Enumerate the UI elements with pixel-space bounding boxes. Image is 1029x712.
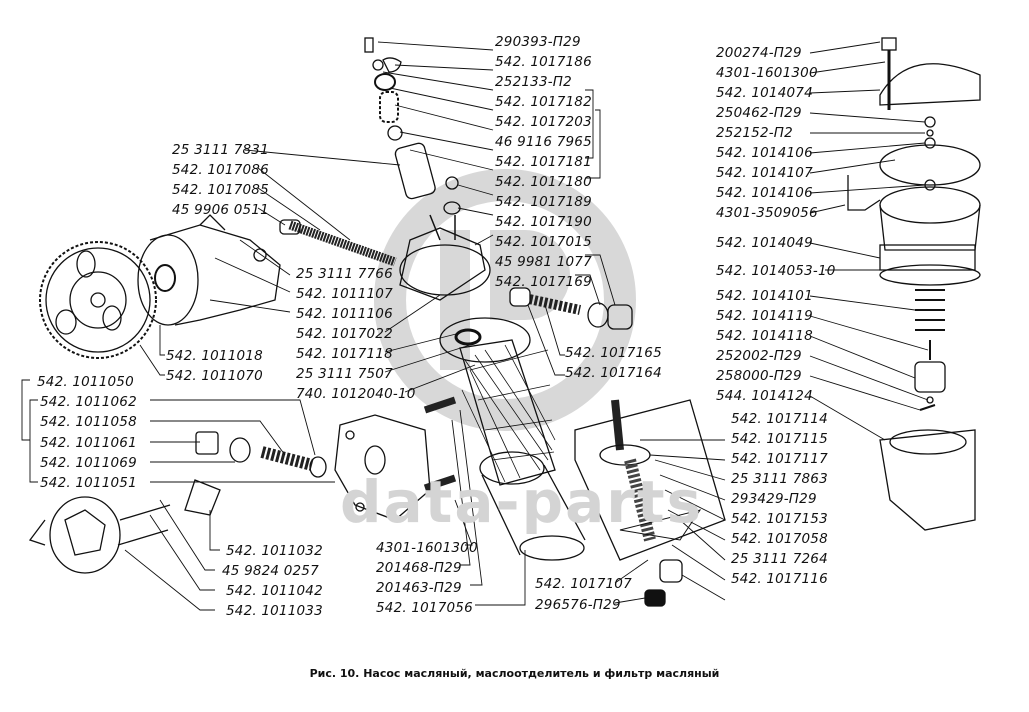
part-label: 542. 1017015	[495, 234, 592, 250]
part-label: 542. 1011062	[40, 394, 137, 410]
part-label: 542. 1017180	[495, 174, 592, 190]
part-label: 740. 1012040-10	[296, 386, 416, 402]
part-label: 542. 1014049	[716, 235, 813, 251]
part-label: 296576-П29	[535, 597, 621, 613]
valve-screw	[279, 219, 397, 267]
part-label: 542. 1014074	[716, 85, 813, 101]
gear-part	[39, 241, 157, 359]
part-label: 542. 1014106	[716, 185, 813, 201]
part-label: 542. 1017118	[296, 346, 393, 362]
part-label: 25 3111 7863	[731, 471, 828, 487]
part-label: 542. 1017190	[495, 214, 592, 230]
part-label: 542. 1011042	[226, 583, 323, 599]
centrifuge	[574, 399, 726, 607]
part-label: 542. 1014101	[716, 288, 813, 304]
part-label: 542. 1011033	[226, 603, 323, 619]
part-label: 542. 1017117	[731, 451, 828, 467]
part-label: 542. 1017164	[565, 365, 662, 381]
part-label: 542. 1017182	[495, 94, 592, 110]
part-label: 252002-П29	[716, 348, 802, 364]
part-label: 542. 1011032	[226, 543, 323, 559]
part-label: 542. 1011058	[40, 414, 137, 430]
part-label: 201463-П29	[376, 580, 462, 596]
part-label: 250462-П29	[716, 105, 802, 121]
part-label: 542. 1017115	[731, 431, 828, 447]
part-label: 542. 1011106	[296, 306, 393, 322]
part-label: 542. 1017022	[296, 326, 393, 342]
relief-valve	[195, 431, 327, 478]
part-label: 542. 1014053-10	[716, 263, 836, 279]
part-label: 4301-1601300	[716, 65, 818, 81]
part-label: 293429-П29	[731, 491, 817, 507]
part-label: 542. 1017169	[495, 274, 592, 290]
part-label: 252152-П2	[716, 125, 793, 141]
part-label: 542. 1011069	[40, 455, 137, 471]
part-label: 542. 1017114	[731, 411, 828, 427]
part-label: 542. 1014107	[716, 165, 813, 181]
part-label: 25 3111 7831	[172, 142, 269, 158]
part-label: 290393-П29	[495, 34, 581, 50]
part-label: 25 3111 7264	[731, 551, 828, 567]
part-label: 542. 1017153	[731, 511, 828, 527]
part-label: 542. 1017116	[731, 571, 828, 587]
part-label: 25 3111 7507	[296, 366, 393, 382]
part-label: 542. 1014118	[716, 328, 813, 344]
part-label: 252133-П2	[495, 74, 572, 90]
pump-cover	[334, 396, 457, 521]
part-label: 45 9981 1077	[495, 254, 592, 270]
part-label: 542. 1017189	[495, 194, 592, 210]
part-label: 46 9116 7965	[495, 134, 592, 150]
filter-canister	[479, 451, 586, 561]
fine-filter	[847, 37, 981, 531]
filter-element	[459, 339, 556, 486]
part-label: 542. 1011070	[166, 368, 263, 384]
filter-head	[399, 176, 531, 363]
part-label: 25 3111 7766	[296, 266, 393, 282]
part-label: 542. 1011050	[37, 374, 134, 390]
part-label: 542. 1017086	[172, 162, 269, 178]
part-label: 542. 1017056	[376, 600, 473, 616]
part-label: 542. 1017058	[731, 531, 828, 547]
part-label: 542. 1011051	[40, 475, 137, 491]
part-label: 4301-3509056	[716, 205, 818, 221]
figure-caption: Рис. 10. Насос масляный, маслоотделитель…	[309, 667, 720, 680]
watermark-text: data-parts	[340, 468, 704, 536]
part-label: 542. 1017085	[172, 182, 269, 198]
part-label: 542. 1017181	[495, 154, 592, 170]
part-label: 544. 1014124	[716, 388, 813, 404]
drawing-lines	[21, 37, 981, 611]
part-label: 4301-1601300	[376, 540, 478, 556]
part-label: 200274-П29	[716, 45, 802, 61]
rotor	[28, 479, 221, 574]
bypass-valve	[509, 287, 633, 330]
pump-body	[137, 214, 281, 326]
part-label: 542. 1017107	[535, 576, 632, 592]
part-label: 542. 1014119	[716, 308, 813, 324]
part-label: 542. 1017165	[565, 345, 662, 361]
part-label: 542. 1011107	[296, 286, 393, 302]
leader-lines	[21, 41, 929, 611]
part-label: 542. 1017186	[495, 54, 592, 70]
part-label: 542. 1011018	[166, 348, 263, 364]
part-label: 258000-П29	[716, 368, 802, 384]
part-label: 45 9906 0511	[172, 202, 269, 218]
part-label: 542. 1017203	[495, 114, 592, 130]
part-label: 201468-П29	[376, 560, 462, 576]
valve-stack	[364, 37, 436, 200]
part-label: 542. 1014106	[716, 145, 813, 161]
part-label: 542. 1011061	[40, 435, 137, 451]
part-label: 45 9824 0257	[222, 563, 319, 579]
